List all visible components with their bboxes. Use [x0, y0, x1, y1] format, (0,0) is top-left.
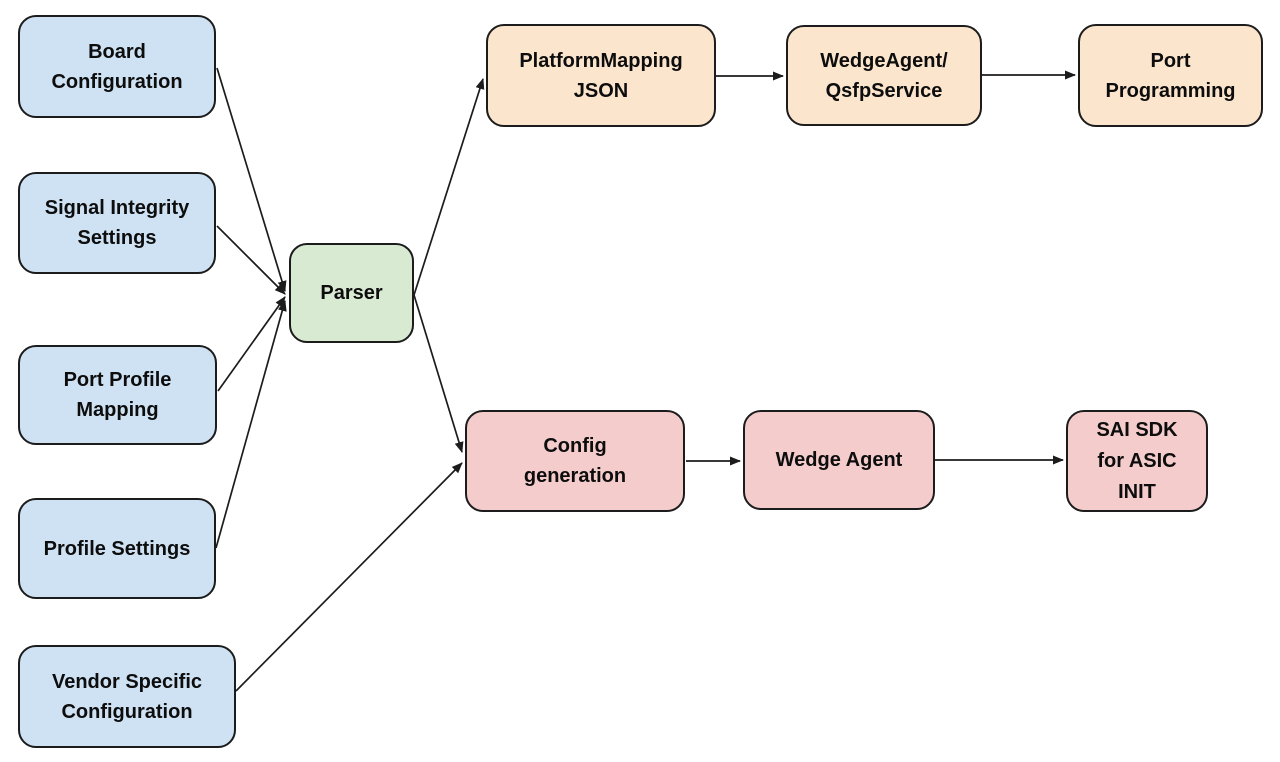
- node-wedge-agent: Wedge Agent: [743, 410, 935, 510]
- edge-port-profile-mapping-to-parser: [217, 296, 286, 392]
- node-board-configuration: Board Configuration: [18, 15, 216, 118]
- node-port-profile-mapping: Port Profile Mapping: [18, 345, 217, 445]
- node-platformmapping-json: PlatformMapping JSON: [486, 24, 716, 127]
- node-vendor-specific-configuration: Vendor Specific Configuration: [18, 645, 236, 748]
- node-port-programming: Port Programming: [1078, 24, 1263, 127]
- node-parser: Parser: [289, 243, 414, 343]
- edge-parser-to-config-generation: [413, 294, 464, 453]
- node-wedgeagent-qsfpservice: WedgeAgent/ QsfpService: [786, 25, 982, 126]
- edge-parser-to-platformmapping-json: [413, 78, 485, 296]
- edge-signal-integrity-settings-to-parser: [216, 225, 286, 295]
- node-signal-integrity-settings: Signal Integrity Settings: [18, 172, 216, 274]
- node-config-generation: Config generation: [465, 410, 685, 512]
- node-sai-sdk-for-asic-init: SAI SDK for ASIC INIT: [1066, 410, 1208, 512]
- edge-vendor-specific-configuration-to-config-generation: [235, 462, 463, 692]
- edge-profile-settings-to-parser: [215, 300, 287, 549]
- edge-board-configuration-to-parser: [216, 67, 287, 292]
- node-profile-settings: Profile Settings: [18, 498, 216, 599]
